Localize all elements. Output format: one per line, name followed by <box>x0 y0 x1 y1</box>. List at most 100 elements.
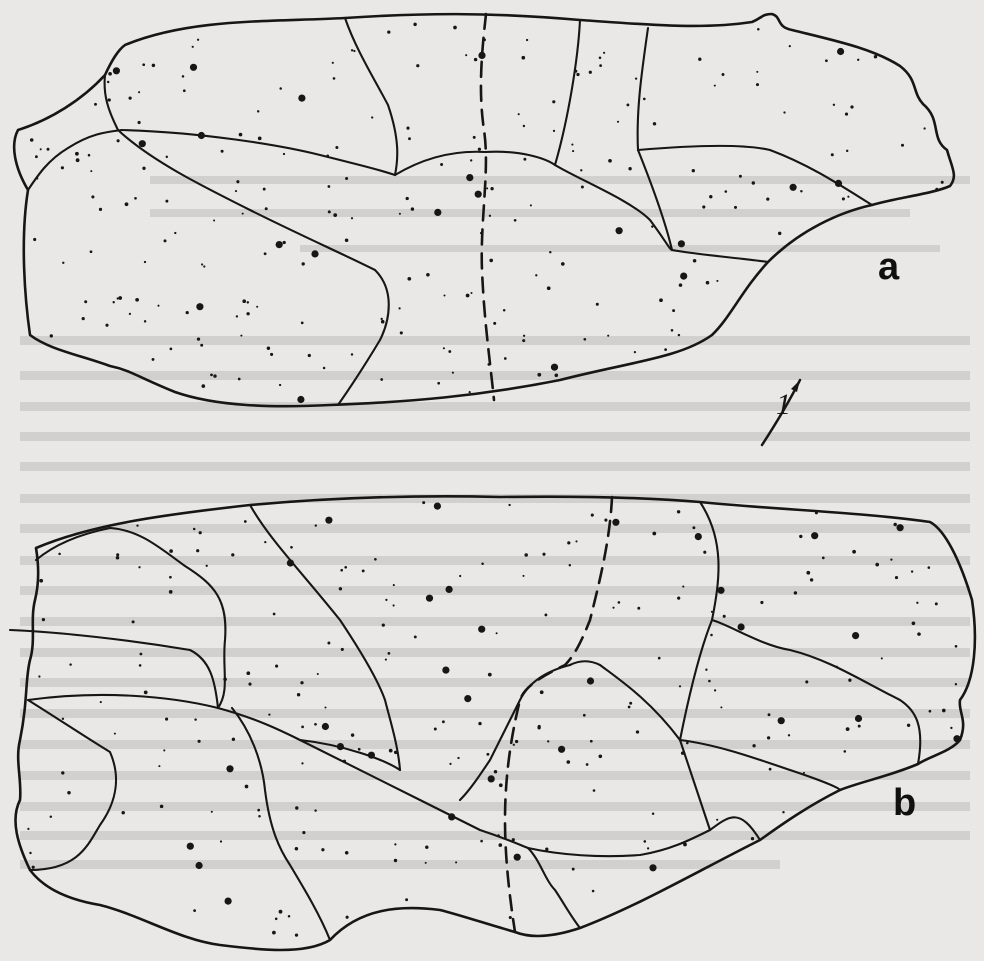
stipple-dot <box>566 760 570 764</box>
stipple-dot <box>760 601 763 604</box>
stipple-dot <box>478 722 481 725</box>
stipple-dot <box>117 139 120 142</box>
stipple-dot <box>846 727 850 731</box>
stipple-dot <box>443 294 445 296</box>
stipple-dot <box>590 740 593 743</box>
stipple-dot <box>469 391 471 393</box>
stipple-dot <box>279 384 281 386</box>
stipple-dot <box>425 862 427 864</box>
stipple-dot <box>407 277 411 281</box>
stipple-dot <box>380 318 382 320</box>
stipple-dot <box>475 191 482 198</box>
stipple-dot <box>455 861 457 863</box>
stipple-dot <box>800 190 802 192</box>
stipple-dot <box>107 81 109 83</box>
stipple-dot <box>466 294 470 298</box>
stipple-dot <box>142 167 145 170</box>
stipple-dot <box>553 130 555 132</box>
stipple-dot <box>311 250 318 257</box>
stipple-dot <box>169 549 173 553</box>
stipple-dot <box>586 763 589 766</box>
stipple-dot <box>333 77 336 80</box>
stipple-dot <box>136 524 138 526</box>
stipple-dot <box>695 533 702 540</box>
stipple-dot <box>473 136 476 139</box>
stipple-dot <box>790 184 797 191</box>
stipple-dot <box>213 374 216 377</box>
stipple-dot <box>569 564 571 566</box>
stipple-dot <box>711 611 713 613</box>
stipple-dot <box>942 709 946 713</box>
stipple-dot <box>105 324 108 327</box>
stipple-dot <box>950 727 952 729</box>
stipple-dot <box>552 100 555 103</box>
stipple-dot <box>448 813 455 820</box>
stipple-dot <box>583 338 586 341</box>
stipple-dot <box>42 618 45 621</box>
stipple-dot <box>32 866 35 869</box>
stipple-dot <box>47 148 50 151</box>
stipple-dot <box>393 584 395 586</box>
stipple-dot <box>239 133 243 137</box>
stipple-dot <box>581 186 584 189</box>
stipple-dot <box>144 691 148 695</box>
stipple-dot <box>256 306 258 308</box>
stipple-dot <box>617 121 619 123</box>
stipple-dot <box>337 743 344 750</box>
stipple-dot <box>768 713 771 716</box>
stipple-dot <box>248 683 251 686</box>
stipple-dot <box>513 744 515 746</box>
stipple-dot <box>297 693 300 696</box>
stipple-dot <box>408 137 411 140</box>
stipple-dot <box>635 77 637 79</box>
stipple-dot <box>692 169 695 172</box>
stipple-dot <box>389 749 393 753</box>
stipple-dot <box>734 206 737 209</box>
stipple-dot <box>835 180 842 187</box>
stipple-dot <box>236 315 238 317</box>
stipple-dot <box>453 26 457 30</box>
stipple-dot <box>538 725 541 728</box>
stipple-dot <box>371 116 373 118</box>
stipple-dot <box>487 363 490 366</box>
stipple-dot <box>152 64 155 67</box>
stipple-dot <box>626 103 629 106</box>
stipple-dot <box>551 364 558 371</box>
stipple-dot <box>822 557 825 560</box>
stipple-dot <box>345 177 348 180</box>
stipple-dot <box>362 569 365 572</box>
stipple-dot <box>756 71 758 73</box>
stipple-dot <box>221 150 224 153</box>
stipple-dot <box>515 740 518 743</box>
stipple-dot <box>846 150 848 152</box>
stipple-dot <box>752 181 755 184</box>
stipple-dot <box>714 689 716 691</box>
stipple-dot <box>201 384 205 388</box>
stipple-dot <box>845 113 848 116</box>
stipple-dot <box>406 197 409 200</box>
stipple-dot <box>850 105 853 108</box>
stipple-dot <box>514 219 517 222</box>
stipple-dot <box>890 558 892 560</box>
stipple-dot <box>540 690 544 694</box>
stipple-dot <box>270 353 273 356</box>
stipple-dot <box>672 309 675 312</box>
stipple-dot <box>555 374 559 378</box>
stipple-dot <box>165 200 168 203</box>
stipple-dot <box>855 715 862 722</box>
stipple-dot <box>157 305 159 307</box>
stipple-dot <box>512 838 515 841</box>
stipple-dot <box>140 653 143 656</box>
stipple-dot <box>339 587 342 590</box>
stipple-dot <box>558 746 565 753</box>
stipple-dot <box>522 575 524 577</box>
stipple-dot <box>526 39 528 41</box>
stipple-dot <box>58 553 61 556</box>
stipple-dot <box>298 95 305 102</box>
stipple-dot <box>874 55 877 58</box>
stipple-dot <box>852 632 859 639</box>
stipple-dot <box>912 621 916 625</box>
stipple-dot <box>198 740 201 743</box>
stipple-dot <box>545 847 548 850</box>
stipple-dot <box>523 125 525 127</box>
